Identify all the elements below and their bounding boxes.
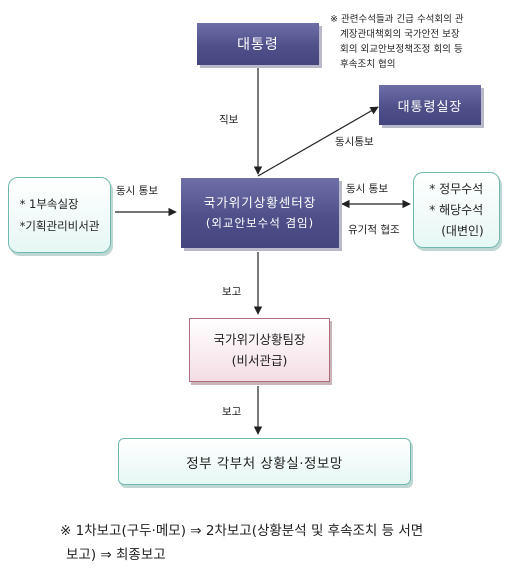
secretary-box-left: * 1부속실장 *기획관리비서관: [8, 177, 111, 253]
reporting-footnote: ※ 1차보고(구두·메모) ⇒ 2차보고(상황분석 및 후속조치 등 서면 보고…: [60, 519, 423, 567]
footnote-line-2: 보고) ⇒ 최종보고: [66, 547, 166, 563]
crisis-center-box: 국가위기상황센터장 (외교안보수석 겸임): [181, 178, 339, 248]
political-affairs-item: * 정무수석: [429, 181, 484, 196]
president-box: 대통령: [197, 23, 319, 65]
label-report-1: 보고: [222, 286, 242, 298]
ministries-box: 정부 각부처 상황실·정보망: [118, 438, 411, 485]
note-line-2: 계장관대책회의 국가안전 보장: [340, 29, 460, 40]
crisis-center-subtitle: (외교안보수석 겸임): [205, 216, 315, 230]
situation-team-subtitle: (비서관급): [231, 353, 288, 368]
label-simultaneous-report-top: 동시통보: [335, 136, 374, 148]
situation-team-box: 국가위기상황팀장 (비서관급): [189, 318, 330, 382]
label-simultaneous-report-left: 동시 통보: [116, 185, 158, 197]
footnote-line-1: ※ 1차보고(구두·메모) ⇒ 2차보고(상황분석 및 후속조치 등 서면: [60, 523, 424, 539]
crisis-center-title: 국가위기상황센터장: [203, 195, 317, 210]
secretary-box-right: * 정무수석 * 해당수석 (대변인): [413, 172, 500, 248]
situation-team-title: 국가위기상황팀장: [213, 332, 306, 347]
note-line-4: 후속조치 협의: [340, 59, 396, 70]
president-label: 대통령: [237, 37, 279, 53]
note-line-3: 회의 외교안보정책조정 회의 등: [340, 44, 463, 55]
label-direct-report: 직보: [219, 114, 239, 126]
spokesperson-item: (대변인): [441, 223, 484, 238]
chief-of-staff-label: 대통령실장: [397, 99, 463, 115]
label-report-2: 보고: [222, 406, 242, 418]
arrow-center-to-chief: [257, 106, 379, 177]
note-line-1: ※ 관련수석들과 긴급 수석회의 관: [330, 14, 464, 25]
relevant-secretary-item: * 해당수석: [429, 202, 484, 217]
chief-of-staff-box: 대통령실장: [379, 85, 481, 125]
planning-secretary-item: *기획관리비서관: [19, 219, 100, 233]
ministries-label: 정부 각부처 상황실·정보망: [186, 455, 343, 472]
label-simultaneous-report-right: 동시 통보: [346, 183, 388, 195]
label-organic-cooperation: 유기적 협조: [348, 224, 400, 236]
coordination-note: ※ 관련수석들과 긴급 수석회의 관 계장관대책회의 국가안전 보장 회의 외교…: [330, 12, 464, 72]
first-attache-item: * 1부속실장: [19, 197, 79, 211]
